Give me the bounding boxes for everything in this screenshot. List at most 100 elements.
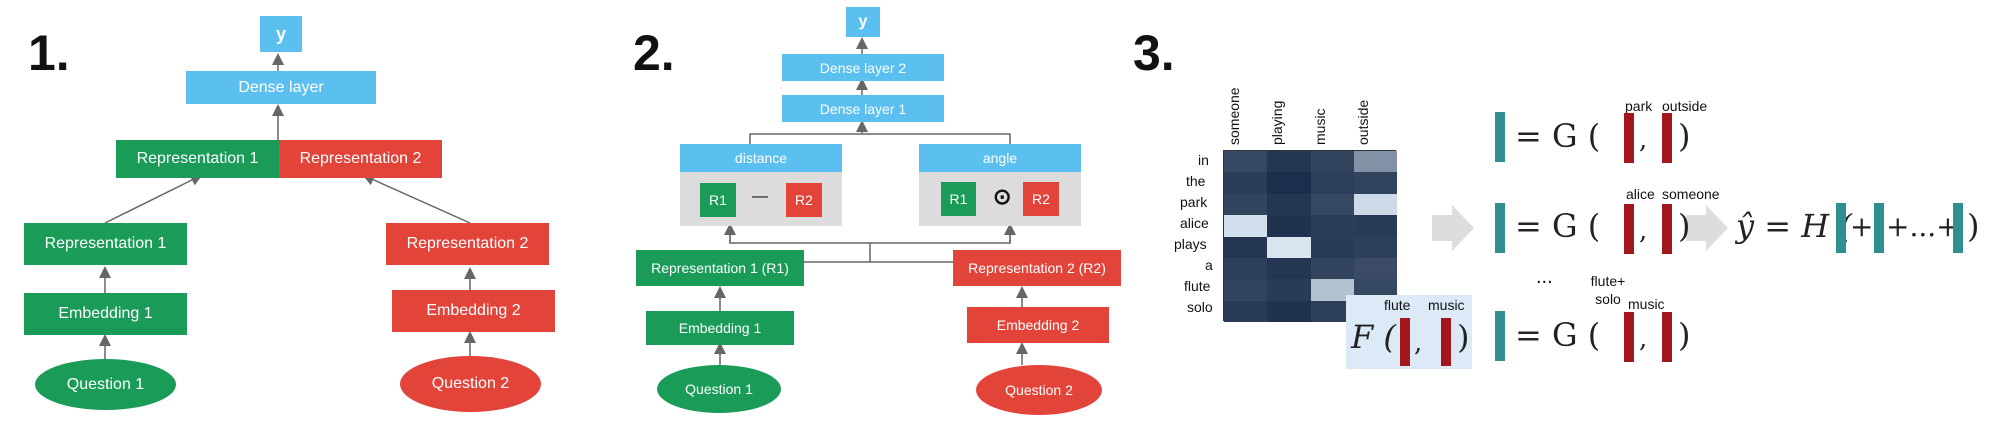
heatmap-cell (1267, 300, 1311, 322)
heatmap-cell (1310, 172, 1354, 194)
p2-odot-sign: ⊙ (993, 184, 1012, 209)
p3-h-close: ) (1967, 207, 1980, 245)
p3-eq1-word-1: park (1625, 98, 1653, 114)
p3-row-word-flute: flute (1184, 278, 1211, 294)
heatmap-cell (1224, 215, 1268, 237)
p3-eq3-vector-1 (1624, 312, 1634, 362)
p3-row-word-the: the (1186, 173, 1206, 189)
heatmap-cell (1224, 172, 1268, 194)
p2-representation-1: Representation 1 (R1) (636, 250, 804, 286)
p2-split-top (729, 232, 1011, 244)
heatmap-cell (1224, 279, 1268, 301)
p2-dense-layer-1: Dense layer 1 (782, 95, 944, 122)
heatmap-cell (1224, 300, 1268, 322)
p3-f-function: F ( (1351, 318, 1396, 356)
p3-f-close: ) (1457, 318, 1470, 356)
panel-number-2: 2. (633, 25, 675, 81)
p2-merge-bracket (749, 133, 1011, 144)
heatmap-cell (1224, 236, 1268, 258)
p3-eq2-vector-2 (1662, 204, 1672, 254)
p3-col-word-someone: someone (1226, 87, 1242, 145)
heatmap-cell (1310, 151, 1354, 173)
p3-row-word-park: park (1180, 194, 1208, 210)
p3-col-word-playing: playing (1269, 100, 1285, 145)
p3-eq2-comma: , (1639, 216, 1648, 246)
p3-eq1-vector-2 (1662, 113, 1672, 163)
p1-joint-representation-1: Representation 1 (116, 140, 279, 178)
heatmap-cell (1224, 257, 1268, 280)
p3-eq3-close: ) (1678, 316, 1691, 354)
p1-question-1: Question 1 (35, 359, 176, 410)
p3-eq2-close: ) (1678, 207, 1691, 245)
p1-embedding-2: Embedding 2 (392, 290, 555, 332)
heatmap-cell (1353, 257, 1397, 280)
p2-embedding-1: Embedding 1 (646, 311, 794, 345)
p3-row-word-alice: alice (1180, 215, 1209, 231)
p3-attention-heatmap (1223, 150, 1397, 322)
p3-col-word-music: music (1312, 108, 1328, 145)
heatmap-cell (1267, 279, 1311, 301)
heatmap-cell (1267, 193, 1311, 216)
heatmap-cell (1353, 172, 1397, 194)
p3-eq2-word-1: alice (1626, 186, 1655, 202)
p2-dense-layer-2: Dense layer 2 (782, 54, 944, 81)
p1-representation-1: Representation 1 (24, 223, 187, 265)
p2-angle-header: angle (919, 144, 1081, 172)
p3-h-plus: + (1850, 210, 1874, 243)
heatmap-cell (1267, 215, 1311, 237)
p2-distance-header: distance (680, 144, 842, 172)
p3-h-vector-2 (1874, 203, 1884, 253)
p3-ellipsis: ... (1536, 266, 1553, 288)
heatmap-cell (1310, 279, 1354, 301)
panel-number-3: 3. (1133, 25, 1175, 81)
p2-angle-r2: R2 (1023, 182, 1059, 216)
heatmap-cell (1310, 300, 1354, 322)
p3-yhat-h: ŷ = H ( (1736, 207, 1852, 245)
heatmap-cell (1310, 193, 1354, 216)
p3-eq2-vector-1 (1624, 204, 1634, 254)
p3-eq2-output-vector (1495, 203, 1505, 253)
p2-question-2: Question 2 (976, 365, 1102, 415)
p3-f-word-music: music (1428, 297, 1465, 313)
p3-eq3-word-2: music (1628, 296, 1665, 312)
p3-eq1-vector-1 (1624, 113, 1634, 163)
p3-f-vector-1 (1400, 318, 1410, 366)
p3-eq1-word-2: outside (1662, 98, 1708, 114)
p3-f-comma: , (1414, 328, 1423, 358)
p3-eq1-g: = G ( (1515, 117, 1601, 155)
p1-arrow-rep2-joint (362, 174, 471, 224)
p1-output-y: y (260, 16, 302, 52)
p2-minus-sign: — (752, 188, 768, 205)
p3-eq2-g: = G ( (1515, 207, 1601, 245)
p3-f-word-flute: flute (1384, 297, 1411, 313)
heatmap-cell (1224, 193, 1268, 216)
p3-eq3-word-1: flute+ solo (1590, 273, 1626, 307)
heatmap-cell (1310, 215, 1354, 237)
heatmap-cell (1310, 236, 1354, 258)
p3-arrow-to-h (1686, 205, 1728, 251)
p3-arrow-to-g (1432, 205, 1474, 251)
p2-distance-r1: R1 (700, 183, 736, 217)
p2-representation-2: Representation 2 (R2) (953, 250, 1121, 286)
p3-eq1-comma: , (1639, 125, 1648, 155)
p1-representation-2: Representation 2 (386, 223, 549, 265)
p3-eq1-output-vector (1495, 112, 1505, 162)
p3-f-vector-2 (1441, 318, 1451, 366)
p3-h-plus-dots: +...+ (1886, 210, 1960, 243)
p3-row-word-plays: plays (1174, 236, 1207, 252)
heatmap-cell (1310, 257, 1354, 280)
heatmap-cell (1267, 151, 1311, 173)
p1-arrow-rep1-joint (104, 174, 203, 224)
p3-eq3-output-vector (1495, 311, 1505, 361)
p3-h-vector-1 (1836, 203, 1846, 253)
p2-distance-r2: R2 (786, 183, 822, 217)
p1-question-2: Question 2 (400, 356, 541, 412)
panel-number-1: 1. (28, 25, 70, 81)
heatmap-cell (1353, 236, 1397, 258)
heatmap-cell (1224, 151, 1268, 173)
p3-row-word-solo: solo (1187, 299, 1213, 315)
p2-question-1: Question 1 (657, 365, 781, 413)
p2-angle-r1: R1 (941, 182, 976, 216)
